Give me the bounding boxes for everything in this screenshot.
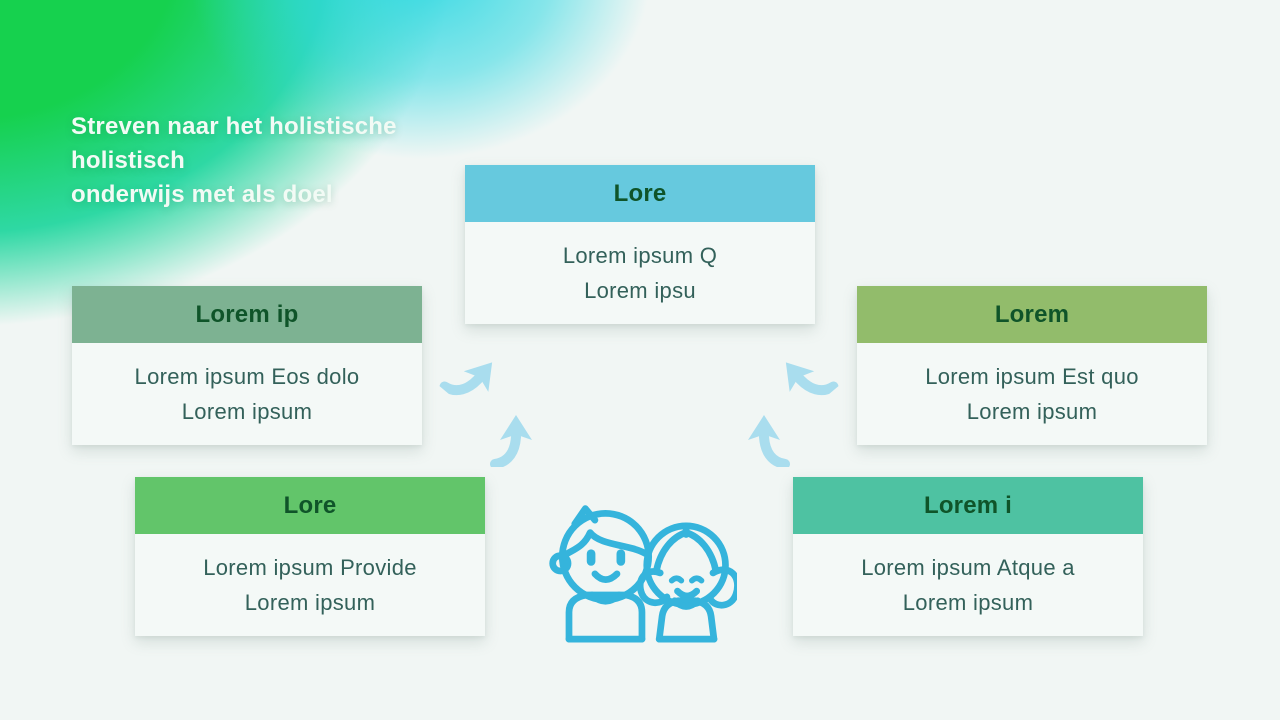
card-right: Lorem Lorem ipsum Est quo Lorem ipsum [857,286,1207,445]
curved-arrow-icon [438,344,508,415]
title-line: onderwijs met als doel [71,181,333,208]
card-body-line: Lorem ipsum Est quo [925,364,1139,389]
card-body-line: Lorem ipsum [902,590,1034,615]
title-line: holistisch [71,147,186,174]
curved-arrow-icon [770,344,840,415]
card-header: Lorem i [793,477,1143,534]
card-header: Lorem ip [72,286,422,343]
card-body-line: Lorem ipsu [584,278,696,303]
card-body: Lorem ipsum Provide Lorem ipsum [135,534,485,636]
card-body-line: Lorem ipsum Q [562,243,718,268]
card-bottom-left: Lore Lorem ipsum Provide Lorem ipsum [135,477,485,636]
card-body-line: Lorem ipsum [181,399,313,424]
card-body-line: Lorem ipsum Provide [203,555,417,580]
card-body-line: Lorem ipsum [966,399,1098,424]
card-body: Lorem ipsum Eos dolo Lorem ipsum [72,343,422,445]
card-header: Lore [135,477,485,534]
curved-arrow-icon [745,413,791,467]
title-line: Streven naar het holistische [71,113,397,140]
card-left: Lorem ip Lorem ipsum Eos dolo Lorem ipsu… [72,286,422,445]
card-body-line: Lorem ipsum [244,590,376,615]
card-top: Lore Lorem ipsum Q Lorem ipsu [465,165,815,324]
card-body-line: Lorem ipsum Eos dolo [134,364,360,389]
children-icon [545,496,737,646]
card-header: Lorem [857,286,1207,343]
card-body: Lorem ipsum Q Lorem ipsu [465,222,815,324]
card-body-line: Lorem ipsum Atque a [861,555,1075,580]
card-bottom-right: Lorem i Lorem ipsum Atque a Lorem ipsum [793,477,1143,636]
curved-arrow-icon [489,413,535,467]
page-title: Streven naar het holistische holistisch … [71,110,397,212]
card-header: Lore [465,165,815,222]
card-body: Lorem ipsum Est quo Lorem ipsum [857,343,1207,445]
card-body: Lorem ipsum Atque a Lorem ipsum [793,534,1143,636]
